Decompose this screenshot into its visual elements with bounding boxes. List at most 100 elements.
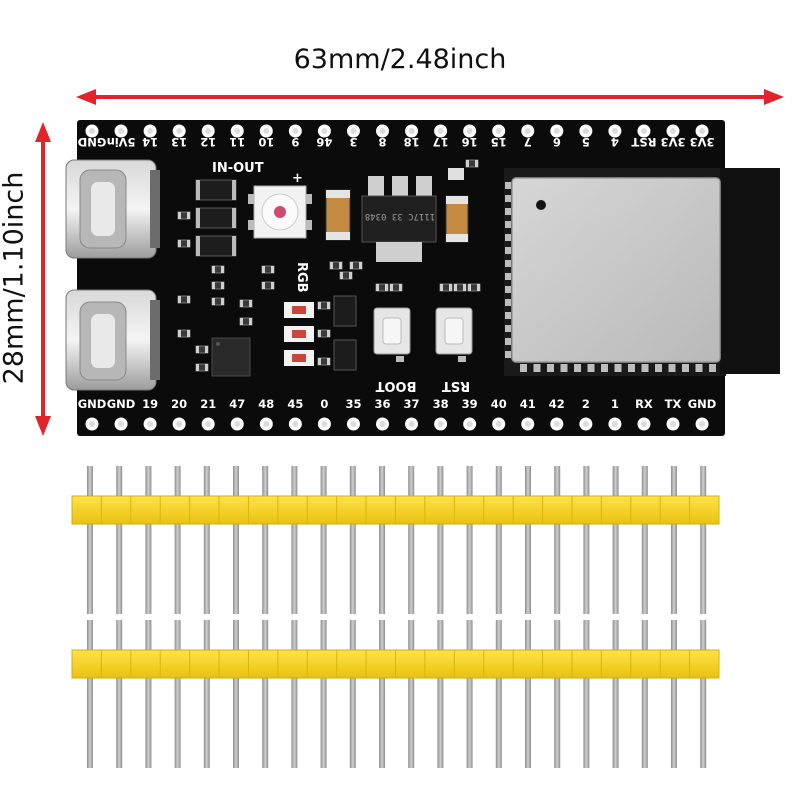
bottom-pin-label: 40 [491,397,507,411]
bottom-pin-label: 47 [229,397,245,411]
top-pin-label: 10 [258,135,274,149]
usb-c-port-upper [65,159,160,259]
module-shield [511,177,721,363]
top-pin-label: 12 [200,135,216,149]
header-pin [116,620,123,768]
header-pin [349,620,356,768]
header-pin [525,620,531,768]
bottom-pin-label: 2 [582,397,590,411]
header-pin [641,620,648,768]
bottom-pin-label: 37 [404,397,420,411]
pin-header-strip [71,466,720,614]
top-pin-label: RST [631,135,656,149]
top-pin-label: 9 [291,135,299,149]
header-pin [291,620,298,768]
bottom-pin-label: 35 [345,397,361,411]
bottom-pin-label: GND [78,397,107,411]
header-pin [554,466,561,614]
header-pin [583,620,590,768]
bottom-pin-label: 1 [611,397,619,411]
bottom-pin-label: 42 [549,397,565,411]
header-pin [320,466,327,614]
header-pin [145,466,152,614]
header-pin [495,620,502,768]
bottom-pin-label: 48 [258,397,274,411]
header-pin [203,466,210,614]
header-pin [612,466,619,614]
top-pin-label: 7 [524,135,532,149]
top-pin-label: 3V3 [690,135,715,149]
bottom-pin-label: 21 [200,397,216,411]
top-pin-label: 14 [142,135,158,149]
bottom-pin-label: 36 [374,397,390,411]
pin-header-strip [71,620,720,768]
header-pin [233,620,239,768]
status-leds [284,295,357,371]
in-out-label: IN-OUT [212,161,264,176]
header-pin [262,466,269,614]
bottom-pin-label: 20 [171,397,187,411]
top-pin-label: 3V3 [661,135,686,149]
bottom-pin-label: 41 [520,397,536,411]
header-pin [525,466,531,614]
module-marker-dot [536,200,546,210]
top-pin-label: 46 [316,135,332,149]
regulator-marking: 1117C 33 0348 [365,211,435,221]
top-pin-label: 8 [378,135,386,149]
diode-group [195,179,237,257]
header-pin [349,466,356,614]
top-pin-label: 4 [611,135,619,149]
top-pin-label: 5Vin [107,135,136,149]
bottom-pin-label: 0 [320,397,328,411]
width-arrow [76,89,784,105]
height-arrow [35,122,51,436]
bottom-pin-label: 45 [287,397,303,411]
wifi-module [504,168,780,376]
header-pin [116,466,123,614]
header-pin [612,620,619,768]
header-pin [466,620,473,768]
passive-components [177,159,481,372]
usb-c-port-lower [65,289,160,391]
header-pin [203,620,210,768]
top-pin-label: 16 [462,135,478,149]
top-pin-label: 11 [229,135,245,149]
rst-button[interactable] [435,307,473,362]
rst-label: RST [442,378,470,393]
width-dimension-label: 63mm/2.48inch [293,44,507,75]
top-pin-label: 17 [433,135,449,149]
header-pin [233,466,239,614]
top-pin-label: GND [78,135,107,149]
boot-button[interactable] [373,307,411,362]
rgb-plus-label: + [292,171,303,186]
header-pin [495,466,502,614]
top-pin-label: 18 [404,135,420,149]
rgb-label: RGB [294,262,309,293]
top-pin-label: 5 [582,135,590,149]
bottom-pin-holes [85,417,709,431]
header-pin [437,466,444,614]
usb-chip [211,337,251,377]
boot-label: BOOT [375,378,416,393]
top-pin-label: 13 [171,135,187,149]
header-pin [174,620,181,768]
header-pin [641,466,648,614]
header-pin [408,620,415,768]
header-pin [700,620,707,768]
header-pin [671,620,677,768]
header-pin [87,620,93,768]
header-pin [320,620,327,768]
header-pin [554,620,561,768]
header-pin [437,620,444,768]
top-pin-holes [85,124,709,138]
header-pin [671,466,677,614]
header-pin [408,466,415,614]
top-pin-label: 6 [553,135,561,149]
bottom-pin-label: 19 [142,397,158,411]
voltage-regulator: 1117C 33 0348 [361,176,437,262]
top-pin-label: 3 [349,135,357,149]
bottom-pin-label: RX [635,397,653,411]
rgb-led [248,185,312,239]
